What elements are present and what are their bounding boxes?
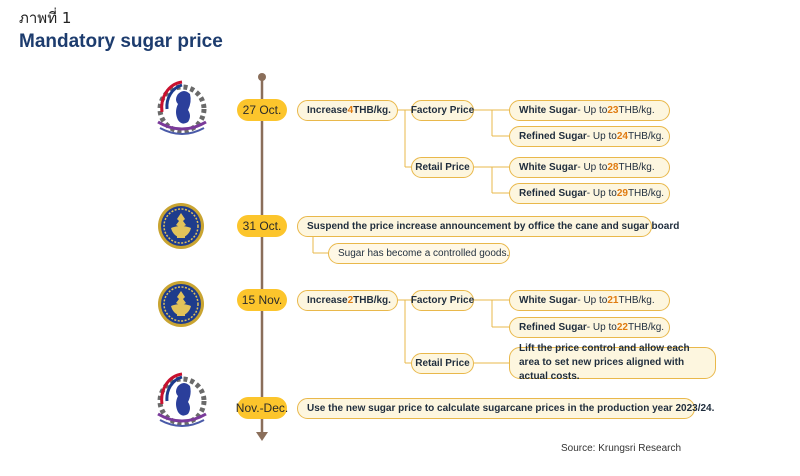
sugar-type: Refined Sugar xyxy=(519,188,587,199)
government-seal-icon xyxy=(158,281,204,327)
sugar-type: Refined Sugar xyxy=(519,322,587,333)
price-value: 22 xyxy=(616,322,628,333)
action-unit: THB/kg. xyxy=(353,105,391,116)
sugar-type: White Sugar xyxy=(519,162,578,173)
price-item-box: White Sugar - Up to 28 THB/kg. xyxy=(509,157,670,178)
price-item-box: White Sugar - Up to 23 THB/kg. xyxy=(509,100,670,121)
price-unit: THB/kg. xyxy=(627,188,665,199)
price-value: 23 xyxy=(607,105,619,116)
action-box-increase-2: Increase 2 THB/kg. xyxy=(297,290,398,311)
ocsb-gear-emblem-icon xyxy=(157,80,207,135)
controlled-goods-note: Sugar has become a controlled goods. xyxy=(328,243,510,264)
lift-price-control-box: Lift the price control and allow each ar… xyxy=(509,343,716,382)
figure-label: ภาพที่ 1 xyxy=(19,9,72,27)
sugar-type: White Sugar xyxy=(519,105,578,116)
date-pill-nov-dec: Nov.-Dec. xyxy=(236,397,288,419)
action-text: Increase xyxy=(307,105,348,116)
price-item-box: Refined Sugar - Up to 29 THB/kg. xyxy=(509,183,670,204)
price-unit: THB/kg. xyxy=(618,105,655,116)
factory-price-box: Factory Price xyxy=(411,290,474,311)
price-value: 24 xyxy=(616,131,628,142)
price-unit: THB/kg. xyxy=(627,322,665,333)
price-value: 28 xyxy=(607,162,619,173)
government-seal-icon xyxy=(158,203,204,249)
action-amount: 4 xyxy=(347,105,354,116)
action-amount: 2 xyxy=(347,295,354,306)
price-prefix: - Up to xyxy=(586,131,617,142)
factory-price-box: Factory Price xyxy=(411,100,474,121)
price-prefix: - Up to xyxy=(577,295,608,306)
price-value: 29 xyxy=(616,188,628,199)
timeline-start-dot xyxy=(258,73,266,81)
price-item-box: Refined Sugar - Up to 24 THB/kg. xyxy=(509,126,670,147)
new-sugar-price-box: Use the new sugar price to calculate sug… xyxy=(297,398,714,419)
price-prefix: - Up to xyxy=(577,162,608,173)
timeline-arrowhead xyxy=(256,432,268,441)
action-text: Increase xyxy=(307,295,348,306)
price-prefix: - Up to xyxy=(586,322,617,333)
price-unit: THB/kg. xyxy=(618,162,655,173)
price-unit: THB/kg. xyxy=(618,295,655,306)
price-value: 21 xyxy=(607,295,619,306)
price-item-box: White Sugar - Up to 21 THB/kg. xyxy=(509,290,670,311)
price-prefix: - Up to xyxy=(586,188,617,199)
price-unit: THB/kg. xyxy=(627,131,665,142)
source-note: Source: Krungsri Research xyxy=(561,443,682,454)
retail-price-box: Retail Price xyxy=(411,353,474,374)
date-pill-27-oct: 27 Oct. xyxy=(237,99,287,121)
chart-title: Mandatory sugar price xyxy=(19,31,223,52)
price-item-box: Refined Sugar - Up to 22 THB/kg. xyxy=(509,317,670,338)
suspend-announcement-box: Suspend the price increase announcement … xyxy=(297,216,679,237)
sugar-type: White Sugar xyxy=(519,295,578,306)
price-prefix: - Up to xyxy=(577,105,608,116)
action-box-increase-4: Increase 4 THB/kg. xyxy=(297,100,398,121)
date-pill-15-nov: 15 Nov. xyxy=(237,289,287,311)
sugar-type: Refined Sugar xyxy=(519,131,587,142)
retail-price-box: Retail Price xyxy=(411,157,474,178)
ocsb-gear-emblem-icon xyxy=(157,372,207,427)
date-pill-31-oct: 31 Oct. xyxy=(237,215,287,237)
action-unit: THB/kg. xyxy=(353,295,391,306)
